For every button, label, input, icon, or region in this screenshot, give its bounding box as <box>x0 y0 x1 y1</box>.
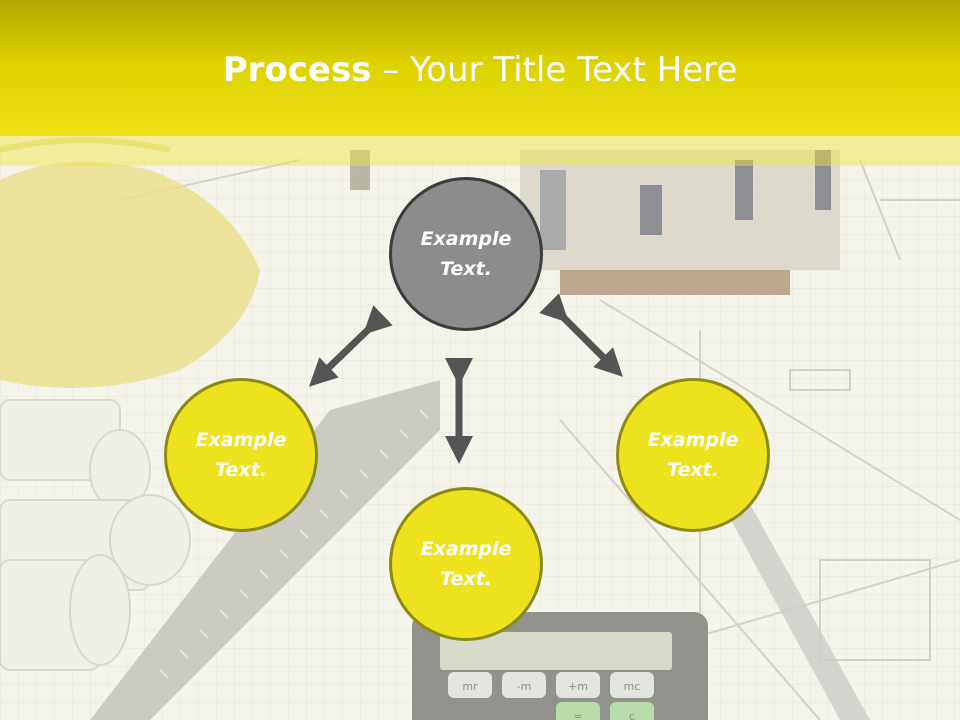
slide-title: Process – Your Title Text Here <box>0 50 960 90</box>
node-left-text: Example Text. <box>195 429 287 481</box>
node-right-text: Example Text. <box>647 429 739 481</box>
process-node-top: Example Text. <box>389 177 543 331</box>
process-node-right: Example Text. <box>616 378 770 532</box>
calc-key-mr: mr <box>462 680 478 693</box>
calc-key-clear: c <box>629 710 635 720</box>
process-node-left: Example Text. <box>164 378 318 532</box>
calc-key-equals: = <box>573 710 582 720</box>
arrow-top-right <box>539 293 623 377</box>
title-bar <box>0 0 960 136</box>
calc-key-mc: mc <box>624 680 641 693</box>
title-bold: Process <box>222 50 372 90</box>
node-bottom-text: Example Text. <box>420 538 512 590</box>
title-bar-fade <box>0 136 960 166</box>
process-node-bottom: Example Text. <box>389 487 543 641</box>
calc-key-minus-m: -m <box>517 680 532 693</box>
calc-key-plus-m: +m <box>568 680 588 693</box>
arrow-top-left <box>308 305 393 387</box>
node-top-text: Example Text. <box>420 228 512 280</box>
title-rest: – Your Title Text Here <box>371 50 738 90</box>
